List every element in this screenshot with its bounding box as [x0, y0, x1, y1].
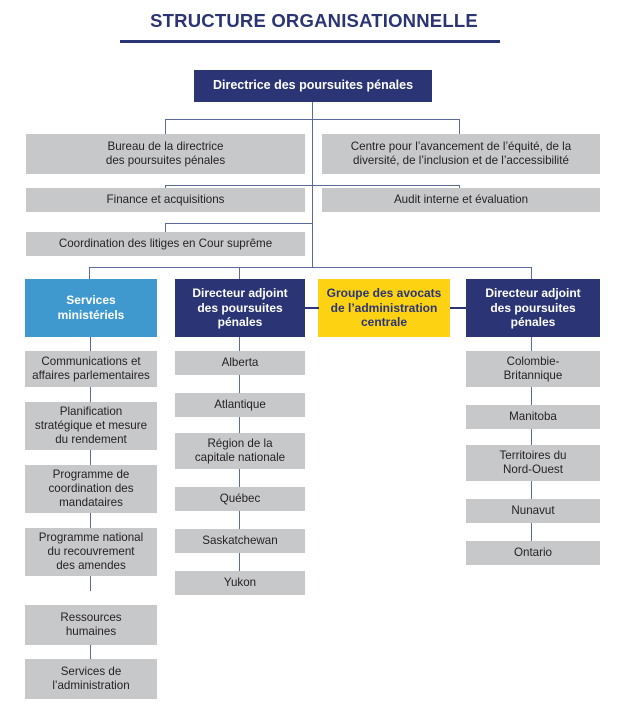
node-col2-item-5[interactable]: Yukon: [175, 571, 305, 595]
connector-col2-0: [239, 337, 241, 351]
connector-col1-5: [90, 645, 92, 659]
node-col4-item-2[interactable]: Territoires du Nord-Ouest: [466, 445, 600, 481]
connector-staff3-v: [165, 223, 167, 234]
connector-col1-3: [90, 513, 92, 528]
connector-staff2-right-h: [312, 185, 460, 187]
connector-column-bus: [89, 267, 532, 269]
node-col1-item-0[interactable]: Communications et affaires parlementaire…: [25, 351, 157, 387]
column-header-directeur-adjoint-2[interactable]: Directeur adjoint des poursuites pénales: [466, 279, 600, 337]
connector-col1-4: [90, 576, 92, 591]
connector-staff1-right-h: [312, 119, 460, 121]
node-col2-item-1[interactable]: Atlantique: [175, 393, 305, 417]
node-col4-item-0[interactable]: Colombie- Britannique: [466, 351, 600, 387]
connector-staff1-left-h: [165, 119, 313, 121]
connector-col4-4: [531, 523, 533, 541]
connector-root-trunk: [312, 102, 314, 267]
connector-col4-0: [531, 337, 533, 351]
connector-col4-2: [531, 429, 533, 445]
connector-col1-1: [90, 387, 92, 402]
connector-col4-1: [531, 387, 533, 405]
connector-bus-drop-col1: [89, 267, 91, 279]
connector-col2-1: [239, 375, 241, 393]
node-col1-item-2[interactable]: Programme de coordination des mandataire…: [25, 465, 157, 513]
column-header-groupe-avocats[interactable]: Groupe des avocats de l’administration c…: [318, 279, 450, 337]
connector-col1-0: [90, 337, 92, 351]
node-centre-equite[interactable]: Centre pour l’avancement de l’équité, de…: [322, 134, 600, 174]
title-underline: [120, 40, 500, 43]
connector-col2-2: [239, 417, 241, 433]
node-finance-acquisitions[interactable]: Finance et acquisitions: [26, 188, 305, 212]
node-root-director[interactable]: Directrice des poursuites pénales: [194, 70, 432, 102]
connector-yellow-left-link: [305, 307, 319, 309]
node-col4-item-4[interactable]: Ontario: [466, 541, 600, 565]
node-audit-interne[interactable]: Audit interne et évaluation: [322, 188, 600, 212]
column-header-directeur-adjoint-1[interactable]: Directeur adjoint des poursuites pénales: [175, 279, 305, 337]
connector-staff2-left-h: [165, 185, 313, 187]
node-bureau-directrice[interactable]: Bureau de la directrice des poursuites p…: [26, 134, 305, 174]
node-col4-item-3[interactable]: Nunavut: [466, 499, 600, 523]
page-title: STRUCTURE ORGANISATIONNELLE: [150, 10, 478, 31]
connector-staff1-right-v: [459, 119, 461, 134]
node-col1-item-1[interactable]: Planification stratégique et mesure du r…: [25, 402, 157, 450]
connector-bus-drop-col2: [239, 267, 241, 279]
connector-bus-drop-col4: [531, 267, 533, 279]
node-col2-item-3[interactable]: Québec: [175, 487, 305, 511]
node-col2-item-2[interactable]: Région de la capitale nationale: [175, 433, 305, 469]
connector-staff1-left-v: [165, 119, 167, 134]
connector-col2-3: [239, 469, 241, 487]
node-col1-item-5[interactable]: Services de l’administration: [25, 659, 157, 699]
node-col1-item-4[interactable]: Ressources humaines: [25, 605, 157, 645]
node-col1-item-3[interactable]: Programme national du recouvrement des a…: [25, 528, 157, 576]
connector-col1-2: [90, 450, 92, 465]
node-coordination-litiges[interactable]: Coordination des litiges en Cour suprême: [26, 232, 305, 256]
node-col2-item-4[interactable]: Saskatchewan: [175, 529, 305, 553]
connector-col2-5: [239, 553, 241, 571]
connector-staff3-h: [165, 223, 313, 225]
connector-yellow-right-link: [450, 307, 467, 309]
connector-col2-4: [239, 511, 241, 529]
node-col2-item-0[interactable]: Alberta: [175, 351, 305, 375]
connector-col4-3: [531, 481, 533, 499]
node-col4-item-1[interactable]: Manitoba: [466, 405, 600, 429]
column-header-services-ministeriels[interactable]: Services ministériels: [25, 279, 157, 337]
